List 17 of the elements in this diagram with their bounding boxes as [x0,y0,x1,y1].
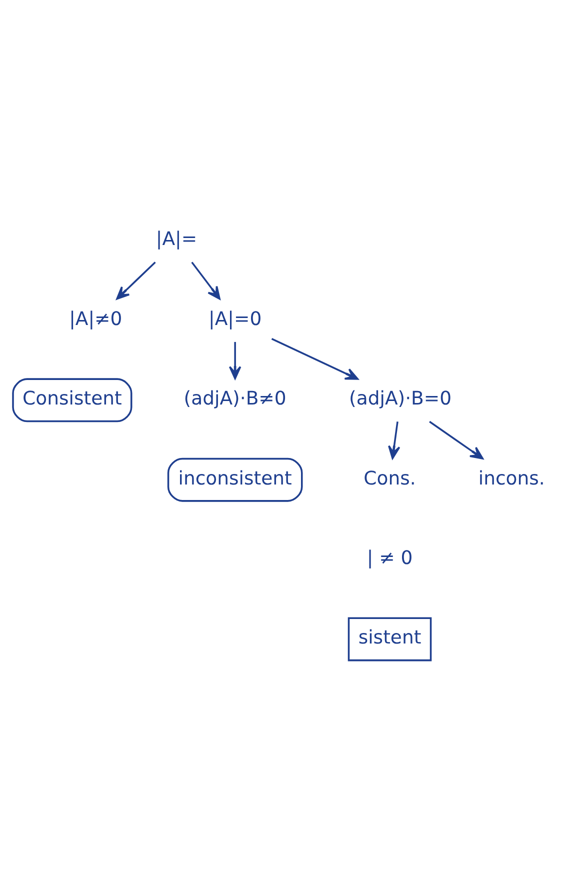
node-text: |A|=0 [208,308,262,330]
node-text: (adjA)·B=0 [349,388,452,410]
arrow [116,262,156,300]
label: | ≠ 0 [366,548,413,569]
arrow [429,420,484,460]
node-text: Cons. [364,468,416,490]
node-box: Consistent [12,378,132,422]
arrow [388,422,400,460]
node-box: inconsistent [167,458,303,502]
node-box: sistent [348,617,432,662]
arrow [191,262,220,300]
node-text: |A|= [156,229,198,250]
node-text: (adjA)·B≠0 [184,388,286,410]
node-text: |A|≠0 [69,308,122,330]
arrow [228,342,242,380]
node-text: incons. [478,468,545,490]
arrow [271,338,358,380]
